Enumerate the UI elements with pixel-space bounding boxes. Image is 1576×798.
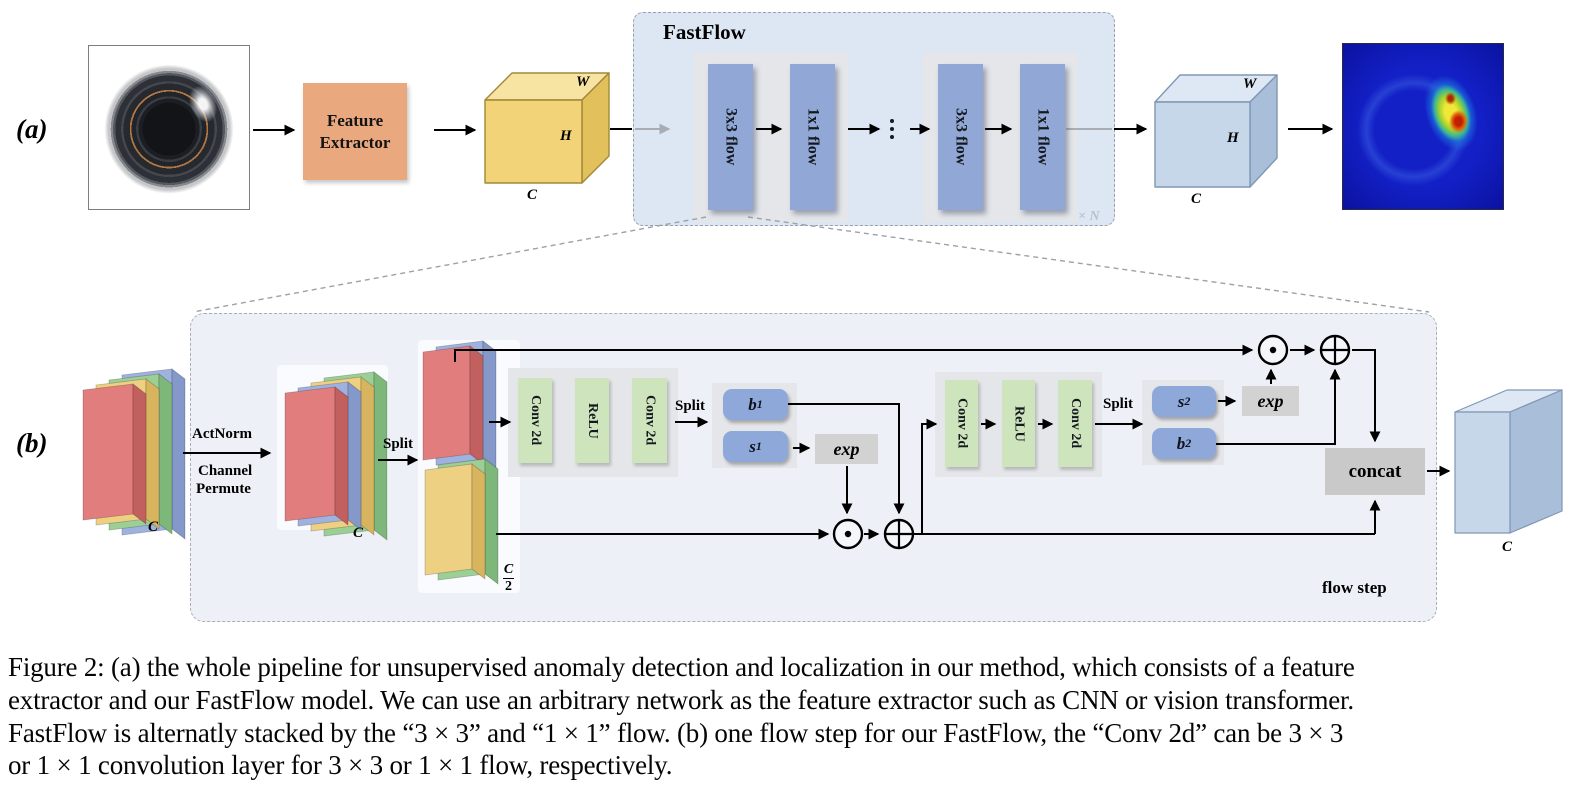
conv2d-label: Conv 2d: [528, 395, 543, 446]
split-label-3: Split: [1103, 396, 1134, 412]
b2-sub: 2: [1185, 436, 1192, 450]
split-top-stack: [422, 340, 497, 470]
relu-label: ReLU: [585, 402, 600, 439]
hadamard-product-icon: [832, 518, 864, 550]
heatmap-core-icon: [1448, 110, 1468, 133]
cube-in-width-label: W: [576, 74, 590, 90]
heatmap-core-icon: [1444, 91, 1456, 105]
conv2d-block-3: Conv 2d: [945, 380, 978, 467]
feature-cube-blue: [1154, 74, 1278, 188]
anomaly-heatmap: [1342, 43, 1504, 210]
permuted-stack-channel-label: C: [353, 525, 364, 541]
split-label-1: Split: [383, 436, 414, 452]
figure-caption: Figure 2: (a) the whole pipeline for uns…: [8, 651, 1572, 782]
conv2d-label: Conv 2d: [1068, 398, 1083, 449]
b1-sub: 1: [756, 397, 763, 411]
caption-line: FastFlow is alternatly stacked by the “3…: [8, 717, 1344, 748]
relu-block-1: ReLU: [575, 378, 609, 463]
panel-a-label: (a): [16, 114, 48, 144]
caption-line: or 1 × 1 convolution layer for 3 × 3 or …: [8, 750, 673, 781]
input-stack-channel-label: C: [148, 519, 159, 535]
flow-step-container-box: [190, 313, 1437, 622]
flow-block-1x1-2: 1x1 flow: [1020, 64, 1065, 210]
relu-block-2: ReLU: [1002, 380, 1035, 467]
exp-label: exp: [833, 438, 860, 459]
channel-permute-label-line1: Channel: [198, 463, 253, 479]
split-label-2: Split: [675, 398, 706, 414]
feature-extractor-label-line1: Feature: [326, 110, 384, 130]
flow-step-output-cube: [1454, 389, 1563, 534]
cube-out-height-label: H: [1227, 130, 1239, 146]
caption-line: Figure 2: (a) the whole pipeline for uns…: [8, 652, 1355, 682]
feature-extractor-box: Feature Extractor: [303, 83, 407, 180]
feature-extractor-label-line2: Extractor: [319, 132, 391, 152]
bottle-photo-icon: [89, 46, 249, 209]
repeat-count-label: × N: [1078, 209, 1100, 224]
half-channel-denominator: 2: [503, 578, 514, 594]
flow-block-3x3-2: 3x3 flow: [938, 64, 983, 210]
conv2d-label: Conv 2d: [954, 398, 970, 449]
conv2d-label: Conv 2d: [642, 395, 658, 446]
feature-cube-yellow: [484, 72, 610, 184]
caption-line: extractor and our FastFlow model. We can…: [8, 684, 1354, 715]
flow-block-label: 3x3 flow: [722, 108, 740, 166]
flow-block-label: 1x1 flow: [1034, 108, 1052, 166]
exp-box-2: exp: [1242, 386, 1299, 416]
conv2d-block-2: Conv 2d: [632, 378, 667, 463]
s1-sub: 1: [755, 439, 762, 453]
s2-base: s: [1177, 391, 1185, 411]
half-channel-label: C 2: [503, 562, 514, 595]
cube-out-width-label: W: [1243, 76, 1257, 92]
panel-a-arrows: [253, 123, 1334, 136]
concat-box: concat: [1325, 448, 1425, 495]
output-cube-channel-label: C: [1502, 539, 1513, 555]
s2-sub: 2: [1184, 394, 1191, 408]
conv2d-block-4: Conv 2d: [1058, 380, 1092, 467]
repeat-dots-icon: [890, 119, 894, 139]
exp-label: exp: [1257, 390, 1284, 411]
permuted-channel-stack: [284, 371, 388, 541]
panel-b-label: (b): [16, 428, 48, 458]
s1-base: s: [749, 436, 756, 456]
panel-b-connectors: [183, 344, 1451, 540]
flow-step-label: flow step: [1322, 578, 1387, 597]
concat-label: concat: [1348, 460, 1402, 482]
channel-permute-label-line2: Permute: [196, 481, 251, 497]
conv2d-block-1: Conv 2d: [518, 378, 552, 463]
input-image: [88, 45, 250, 210]
flow-block-label: 3x3 flow: [952, 108, 970, 166]
cube-in-height-label: H: [560, 128, 572, 144]
b2-base: b: [1176, 433, 1186, 453]
elementwise-sum-icon: [883, 518, 915, 550]
cube-out-channel-label: C: [1191, 191, 1202, 207]
flow-block-1x1-1: 1x1 flow: [790, 64, 835, 210]
cube-in-channel-label: C: [527, 187, 538, 203]
relu-label: ReLU: [1011, 405, 1027, 442]
split-bottom-stack: [424, 458, 499, 585]
exp-box-1: exp: [815, 434, 878, 464]
flow-block-3x3-1: 3x3 flow: [708, 64, 753, 210]
input-channel-stack: [82, 368, 186, 540]
hadamard-product-icon-2: [1257, 334, 1289, 366]
zoom-fan-lines: [192, 216, 1430, 313]
b1-base: b: [748, 394, 757, 414]
fastflow-title: FastFlow: [663, 20, 746, 44]
flow-block-label: 1x1 flow: [804, 108, 822, 166]
actnorm-label: ActNorm: [192, 426, 252, 442]
elementwise-sum-icon-2: [1319, 334, 1351, 366]
half-channel-numerator: C: [503, 562, 514, 577]
